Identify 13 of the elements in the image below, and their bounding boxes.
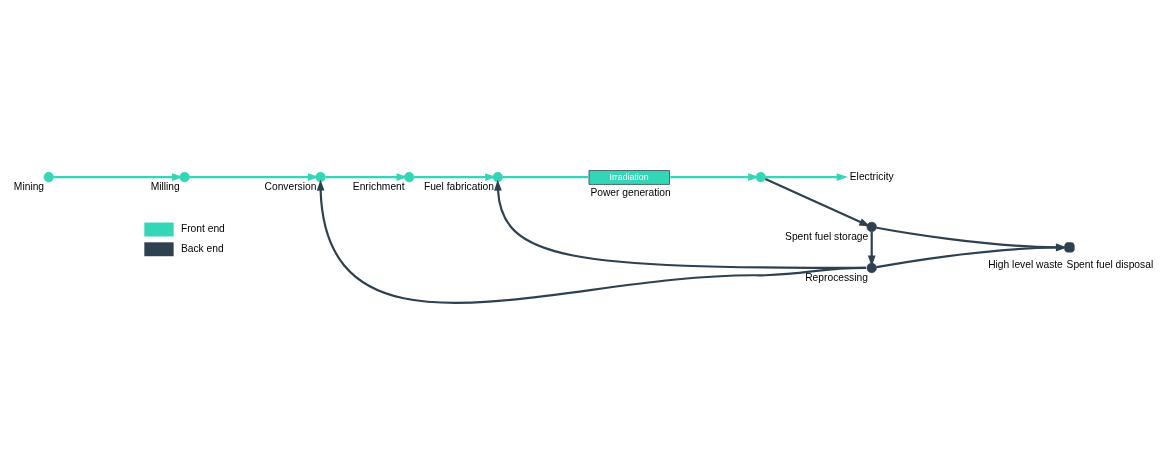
- node-text: Electricity: [849, 170, 894, 182]
- node-label: Fuel fabrication: [423, 180, 494, 192]
- node-label: Enrichment: [352, 180, 405, 192]
- node-label: Conversion: [264, 180, 317, 192]
- node-label: Power generation: [590, 186, 671, 198]
- node-label: Spent fuel storage: [785, 230, 869, 242]
- legend-label: Front end: [180, 222, 225, 234]
- node-label: Reprocessing: [805, 271, 868, 283]
- node-label: Spent fuel disposal: [1066, 258, 1154, 270]
- legend-label: Back end: [180, 242, 224, 254]
- node-label: Milling: [150, 180, 180, 192]
- node-label: High level waste: [988, 258, 1063, 270]
- node-label: Mining: [13, 180, 45, 192]
